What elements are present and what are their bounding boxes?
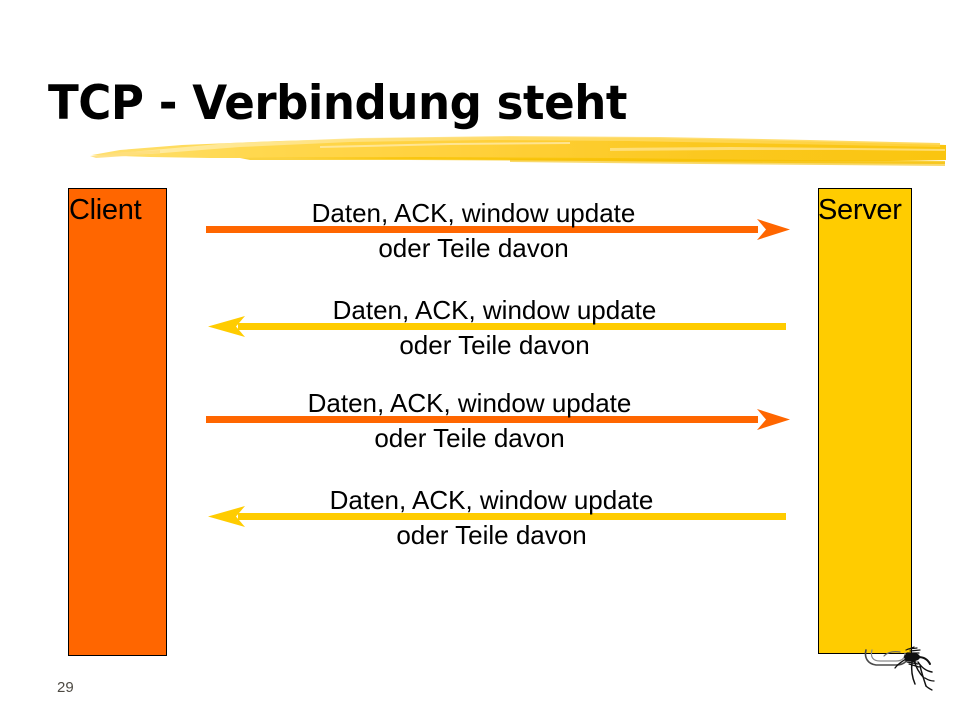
message-text-line2: oder Teile davon [374,423,565,453]
server-endpoint-box [818,188,912,654]
client-endpoint-box [68,188,167,656]
message-text-line2: oder Teile davon [399,330,590,360]
message-row: Daten, ACK, window update oder Teile dav… [0,386,959,464]
server-endpoint-label: Server [818,194,902,226]
page-title: TCP - Verbindung steht [48,76,627,131]
message-text-line2: oder Teile davon [378,233,569,263]
message-text-line1: Daten, ACK, window update [307,388,632,418]
message-row: Daten, ACK, window update oder Teile dav… [0,293,959,371]
message-row: Daten, ACK, window update oder Teile dav… [0,483,959,561]
client-endpoint-label: Client [69,194,142,226]
message-row: Daten, ACK, window update oder Teile dav… [0,196,959,274]
page-number: 29 [57,679,74,696]
message-text-line1: Daten, ACK, window update [329,485,654,515]
message-text-line1: Daten, ACK, window update [311,198,636,228]
message-text-line2: oder Teile davon [396,520,587,550]
message-text-line1: Daten, ACK, window update [332,295,657,325]
